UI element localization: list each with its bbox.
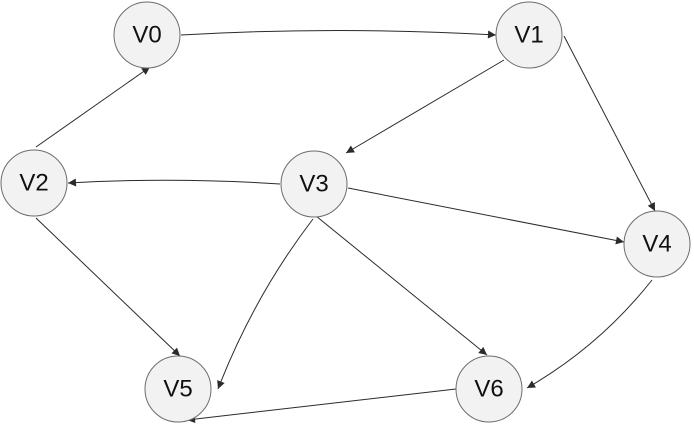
edge-v3-v5 <box>217 218 314 390</box>
node-v4: V4 <box>623 210 691 278</box>
node-v5-label: V5 <box>163 376 192 403</box>
node-v4-label: V4 <box>642 231 671 258</box>
node-v2-label: V2 <box>19 170 48 197</box>
node-v4-circle <box>623 210 691 278</box>
edge-v0-v1 <box>180 30 497 39</box>
node-v0: V0 <box>113 1 181 69</box>
node-v2-circle <box>0 149 68 217</box>
edge-v1-v3 <box>345 59 505 154</box>
edge-v2-v0 <box>35 66 151 148</box>
edge-v2-v5 <box>35 217 181 357</box>
edge-v3-v6 <box>315 215 488 356</box>
node-v5: V5 <box>144 355 212 423</box>
node-v0-circle <box>113 1 181 69</box>
node-v2: V2 <box>0 149 68 217</box>
node-v1: V1 <box>495 1 563 69</box>
edges <box>35 30 656 424</box>
node-v6-label: V6 <box>474 376 503 403</box>
node-v3: V3 <box>280 150 348 218</box>
node-v3-circle <box>280 150 348 218</box>
node-v3-label: V3 <box>299 171 328 198</box>
edge-v3-v4 <box>347 187 625 245</box>
edge-v1-v4 <box>563 35 656 212</box>
node-v6-circle <box>455 355 523 423</box>
node-v1-circle <box>495 1 563 69</box>
edge-v6-v5 <box>186 388 457 424</box>
edge-v3-v2 <box>67 178 281 187</box>
node-v0-label: V0 <box>132 22 161 49</box>
node-v5-circle <box>144 355 212 423</box>
edge-v4-v6 <box>526 279 653 389</box>
node-v6: V6 <box>455 355 523 423</box>
node-v1-label: V1 <box>514 22 543 49</box>
